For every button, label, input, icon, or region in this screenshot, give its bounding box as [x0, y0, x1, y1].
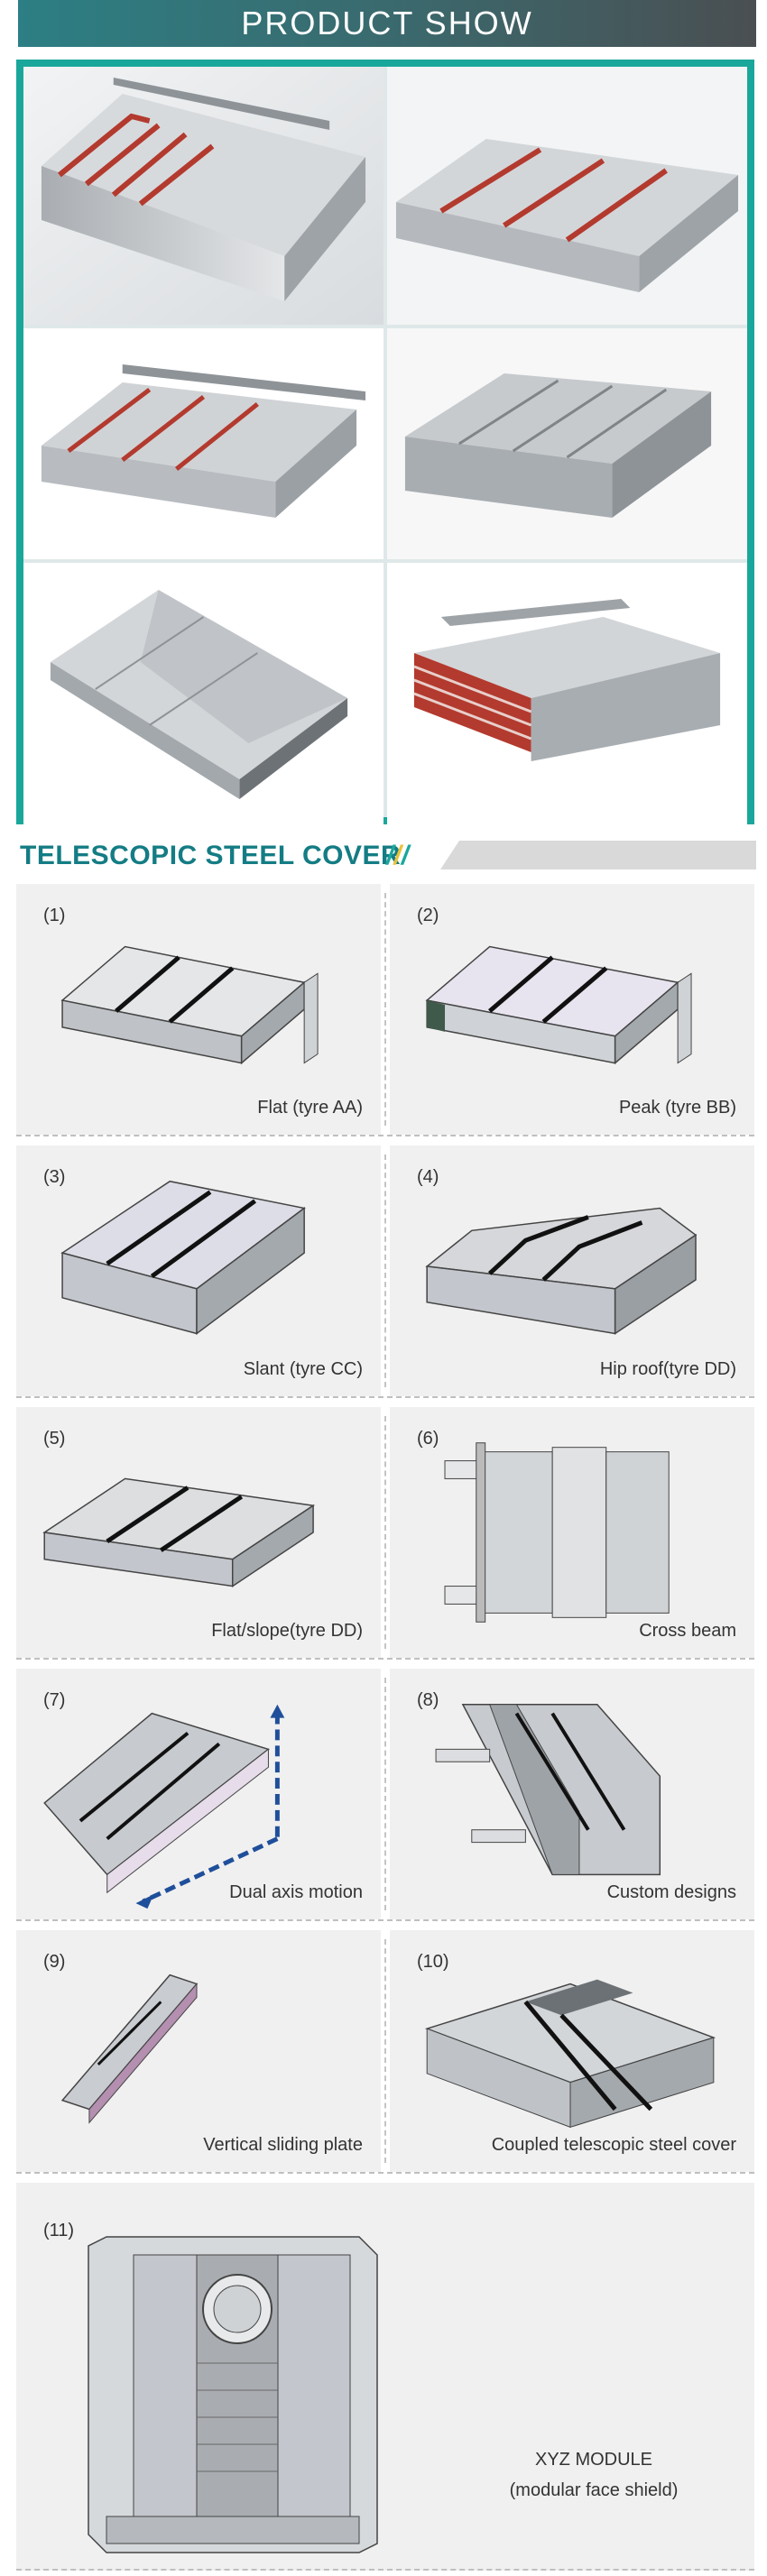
type-caption: Vertical sliding plate: [203, 2135, 363, 2155]
type-caption: Hip roof(tyre DD): [599, 1359, 736, 1379]
divider: [384, 893, 386, 1126]
product-photo-6[interactable]: [387, 563, 747, 824]
types-row-2: (3) Slant (tyre CC) (4) Hip roof(tyre DD…: [16, 1145, 754, 1398]
types-row-5: (9) Vertical sliding plate (10) Coupled …: [16, 1930, 754, 2174]
product-photo-5[interactable]: [23, 563, 384, 824]
product-photo-3[interactable]: [23, 328, 384, 559]
divider: [384, 1678, 386, 1910]
type-number: (8): [417, 1690, 439, 1710]
type-card-custom[interactable]: (8) Custom designs: [390, 1669, 754, 1919]
type-card-cross-beam[interactable]: (6) Cross beam: [390, 1407, 754, 1658]
module-title: XYZ MODULE: [534, 2450, 653, 2470]
product-photo-1[interactable]: [23, 67, 384, 325]
divider: [384, 1155, 386, 1387]
type-card-vertical-sliding[interactable]: (9) Vertical sliding plate: [16, 1930, 381, 2172]
type-number: (1): [43, 906, 66, 925]
page-title: PRODUCT SHOW: [241, 5, 533, 41]
module-subtitle: (modular face shield): [509, 2480, 679, 2500]
divider: [384, 1939, 386, 2163]
types-row-4: (7) Dual axis motion (8) Custom designs: [16, 1669, 754, 1921]
divider: [384, 1416, 386, 1649]
type-caption: Cross beam: [639, 1621, 736, 1641]
type-caption: Slant (tyre CC): [243, 1359, 363, 1379]
product-photo-2[interactable]: [387, 67, 747, 325]
type-card-dual-axis[interactable]: (7) Dual axis motion: [16, 1669, 381, 1919]
type-caption: Dual axis motion: [229, 1882, 363, 1902]
type-card-peak[interactable]: (2) Peak (tyre BB): [390, 884, 754, 1135]
type-number: (2): [417, 906, 439, 925]
type-card-xyz-module[interactable]: (11) XYZ MODULE (modular face shield): [16, 2183, 754, 2571]
title-bar-decoration: [440, 841, 756, 869]
type-caption: Custom designs: [606, 1882, 736, 1902]
type-card-slant[interactable]: (3) Slant (tyre CC): [16, 1145, 381, 1396]
section-title: TELESCOPIC STEEL COVER: [20, 841, 402, 870]
xyz-module-drawing: [88, 2236, 378, 2553]
product-photo-4[interactable]: [387, 328, 747, 559]
type-caption: Peak (tyre BB): [618, 1098, 736, 1118]
type-caption: Flat (tyre AA): [257, 1098, 363, 1118]
xyz-module-caption: XYZ MODULE (modular face shield): [458, 2444, 729, 2506]
slash-decoration: ///: [386, 841, 410, 870]
section-header: TELESCOPIC STEEL COVER ///: [16, 837, 756, 873]
type-number: (3): [43, 1167, 66, 1187]
type-caption: Flat/slope(tyre DD): [211, 1621, 363, 1641]
header-banner: PRODUCT SHOW: [18, 0, 756, 47]
type-number: (11): [43, 2221, 75, 2240]
type-number: (7): [43, 1690, 66, 1710]
product-show-gallery: [16, 60, 754, 824]
type-number: (5): [43, 1429, 66, 1449]
type-number: (4): [417, 1167, 439, 1187]
type-card-coupled[interactable]: (10) Coupled telescopic steel cover: [390, 1930, 754, 2172]
type-number: (9): [43, 1952, 66, 1972]
type-card-hip-roof[interactable]: (4) Hip roof(tyre DD): [390, 1145, 754, 1396]
types-row-3: (5) Flat/slope(tyre DD) (6) Cross beam: [16, 1407, 754, 1660]
type-card-flat-slope[interactable]: (5) Flat/slope(tyre DD): [16, 1407, 381, 1658]
type-card-flat[interactable]: (1) Flat (tyre AA): [16, 884, 381, 1135]
type-caption: Coupled telescopic steel cover: [491, 2135, 736, 2155]
type-number: (10): [417, 1952, 449, 1972]
type-number: (6): [417, 1429, 439, 1449]
types-row-1: (1) Flat (tyre AA) (2) Peak (tyre BB): [16, 884, 754, 1136]
